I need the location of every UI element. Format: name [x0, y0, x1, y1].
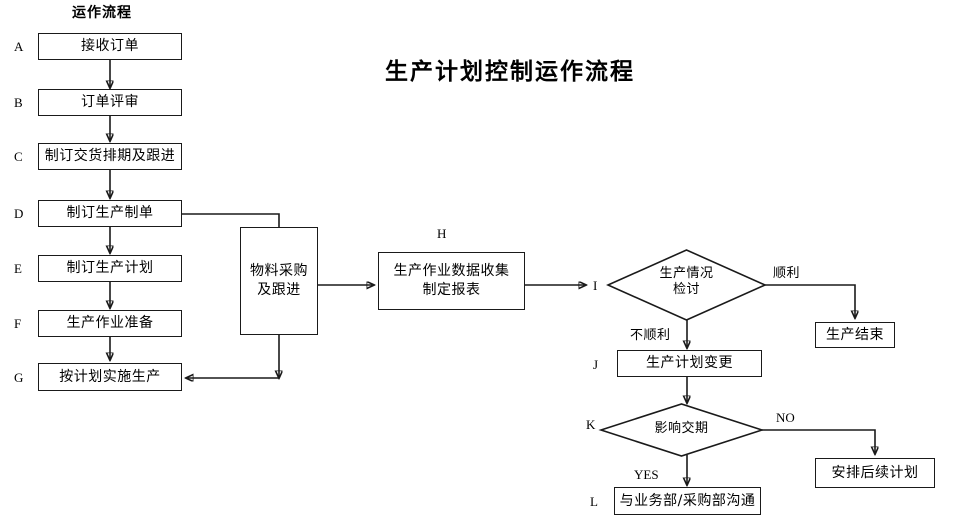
node-label-h-line2: 制定报表 — [422, 282, 481, 298]
node-box-c[interactable]: 制订交货排期及跟进 — [38, 143, 182, 170]
node-tag-h: H — [437, 226, 447, 241]
node-tag-k: K — [586, 417, 596, 432]
node-label-d: 制订生产制单 — [66, 205, 154, 222]
node-diamond-i[interactable]: 生产情况 检讨 — [606, 249, 767, 321]
node-tag-j: J — [593, 357, 599, 372]
node-box-g[interactable]: 按计划实施生产 — [38, 363, 182, 391]
node-label-h-line1: 生产作业数据收集 — [393, 263, 510, 280]
node-tag-l: L — [590, 494, 598, 509]
node-label-e: 制订生产计划 — [66, 260, 154, 277]
node-tag-c: C — [14, 149, 23, 164]
node-label-b: 订单评审 — [81, 94, 139, 111]
material-label-line1: 物料采购 — [250, 263, 308, 280]
node-box-e[interactable]: 制订生产计划 — [38, 255, 182, 282]
node-tag-a: A — [14, 39, 24, 54]
node-label-c: 制订交货排期及跟进 — [44, 148, 176, 165]
node-label-i-line2: 检讨 — [672, 282, 700, 298]
node-label-k: 影响交期 — [654, 421, 709, 436]
node-box-b[interactable]: 订单评审 — [38, 89, 182, 116]
node-box-j[interactable]: 生产计划变更 — [617, 350, 762, 377]
node-diamond-k[interactable]: 影响交期 — [598, 403, 765, 457]
node-box-a[interactable]: 接收订单 — [38, 33, 182, 60]
edge-label-not-smooth: 不顺利 — [630, 328, 671, 343]
node-box-d[interactable]: 制订生产制单 — [38, 200, 182, 227]
node-label-a: 接收订单 — [81, 38, 139, 55]
node-label-f: 生产作业准备 — [66, 315, 154, 332]
node-tag-b: B — [14, 95, 23, 110]
node-tag-i: I — [593, 278, 598, 293]
node-tag-d: D — [14, 206, 24, 221]
edge-label-smooth: 顺利 — [773, 266, 801, 281]
edge-label-no: NO — [776, 410, 795, 425]
column-heading: 运作流程 — [72, 5, 132, 21]
followup-plan-label: 安排后续计划 — [831, 464, 919, 481]
edge-label-yes: YES — [634, 467, 659, 482]
node-tag-g: G — [14, 370, 24, 385]
node-box-followup-plan[interactable]: 安排后续计划 — [815, 458, 935, 488]
node-tag-e: E — [14, 261, 22, 276]
node-box-f[interactable]: 生产作业准备 — [38, 310, 182, 337]
node-label-l: 与业务部/采购部沟通 — [619, 492, 756, 509]
node-label-g: 按计划实施生产 — [59, 368, 161, 385]
node-label-j: 生产计划变更 — [646, 355, 733, 372]
production-end-label: 生产结束 — [826, 326, 884, 343]
node-box-h[interactable]: 生产作业数据收集 制定报表 — [378, 252, 525, 310]
node-label-i-line1: 生产情况 — [659, 266, 714, 281]
page-title: 生产计划控制运作流程 — [385, 59, 635, 85]
node-box-production-end[interactable]: 生产结束 — [815, 322, 895, 348]
node-tag-f: F — [14, 316, 22, 331]
material-label-line2: 及跟进 — [257, 282, 301, 298]
node-box-l[interactable]: 与业务部/采购部沟通 — [614, 487, 761, 515]
node-box-material[interactable]: 物料采购 及跟进 — [240, 227, 318, 335]
